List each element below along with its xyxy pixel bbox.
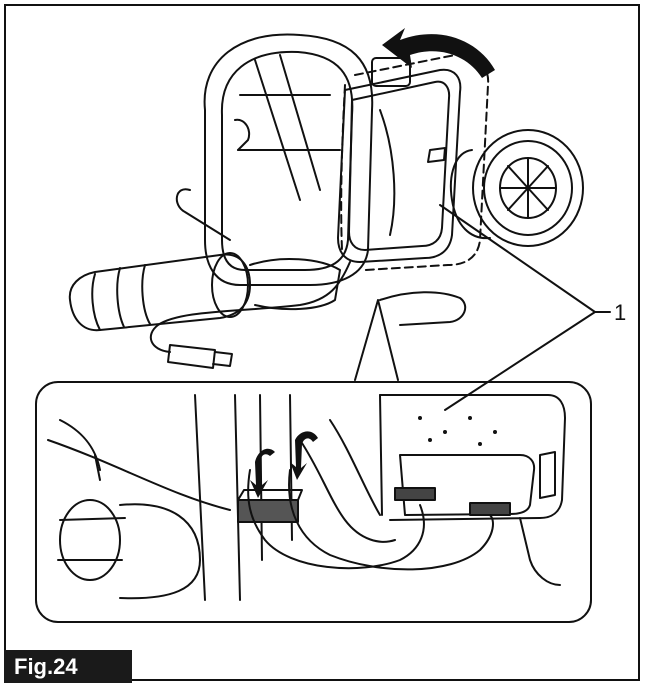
leader-line-inset bbox=[444, 311, 596, 411]
leader-line-upper bbox=[439, 204, 596, 313]
rotation-arrow-icon bbox=[382, 28, 495, 78]
inset-detail-drawing bbox=[47, 394, 566, 601]
back-frame bbox=[175, 33, 374, 286]
figure-label: Fig.24 bbox=[4, 650, 132, 683]
blower-pipe bbox=[68, 252, 467, 332]
callout-1: 1 bbox=[614, 300, 626, 325]
power-cable bbox=[149, 261, 351, 369]
battery-pack bbox=[337, 53, 490, 271]
blower-illustration: 1 bbox=[35, 28, 626, 623]
connector-arrow-icon bbox=[250, 431, 318, 498]
fan-housing bbox=[449, 129, 584, 247]
inset-pointer bbox=[354, 299, 399, 381]
detail-inset bbox=[35, 381, 592, 623]
